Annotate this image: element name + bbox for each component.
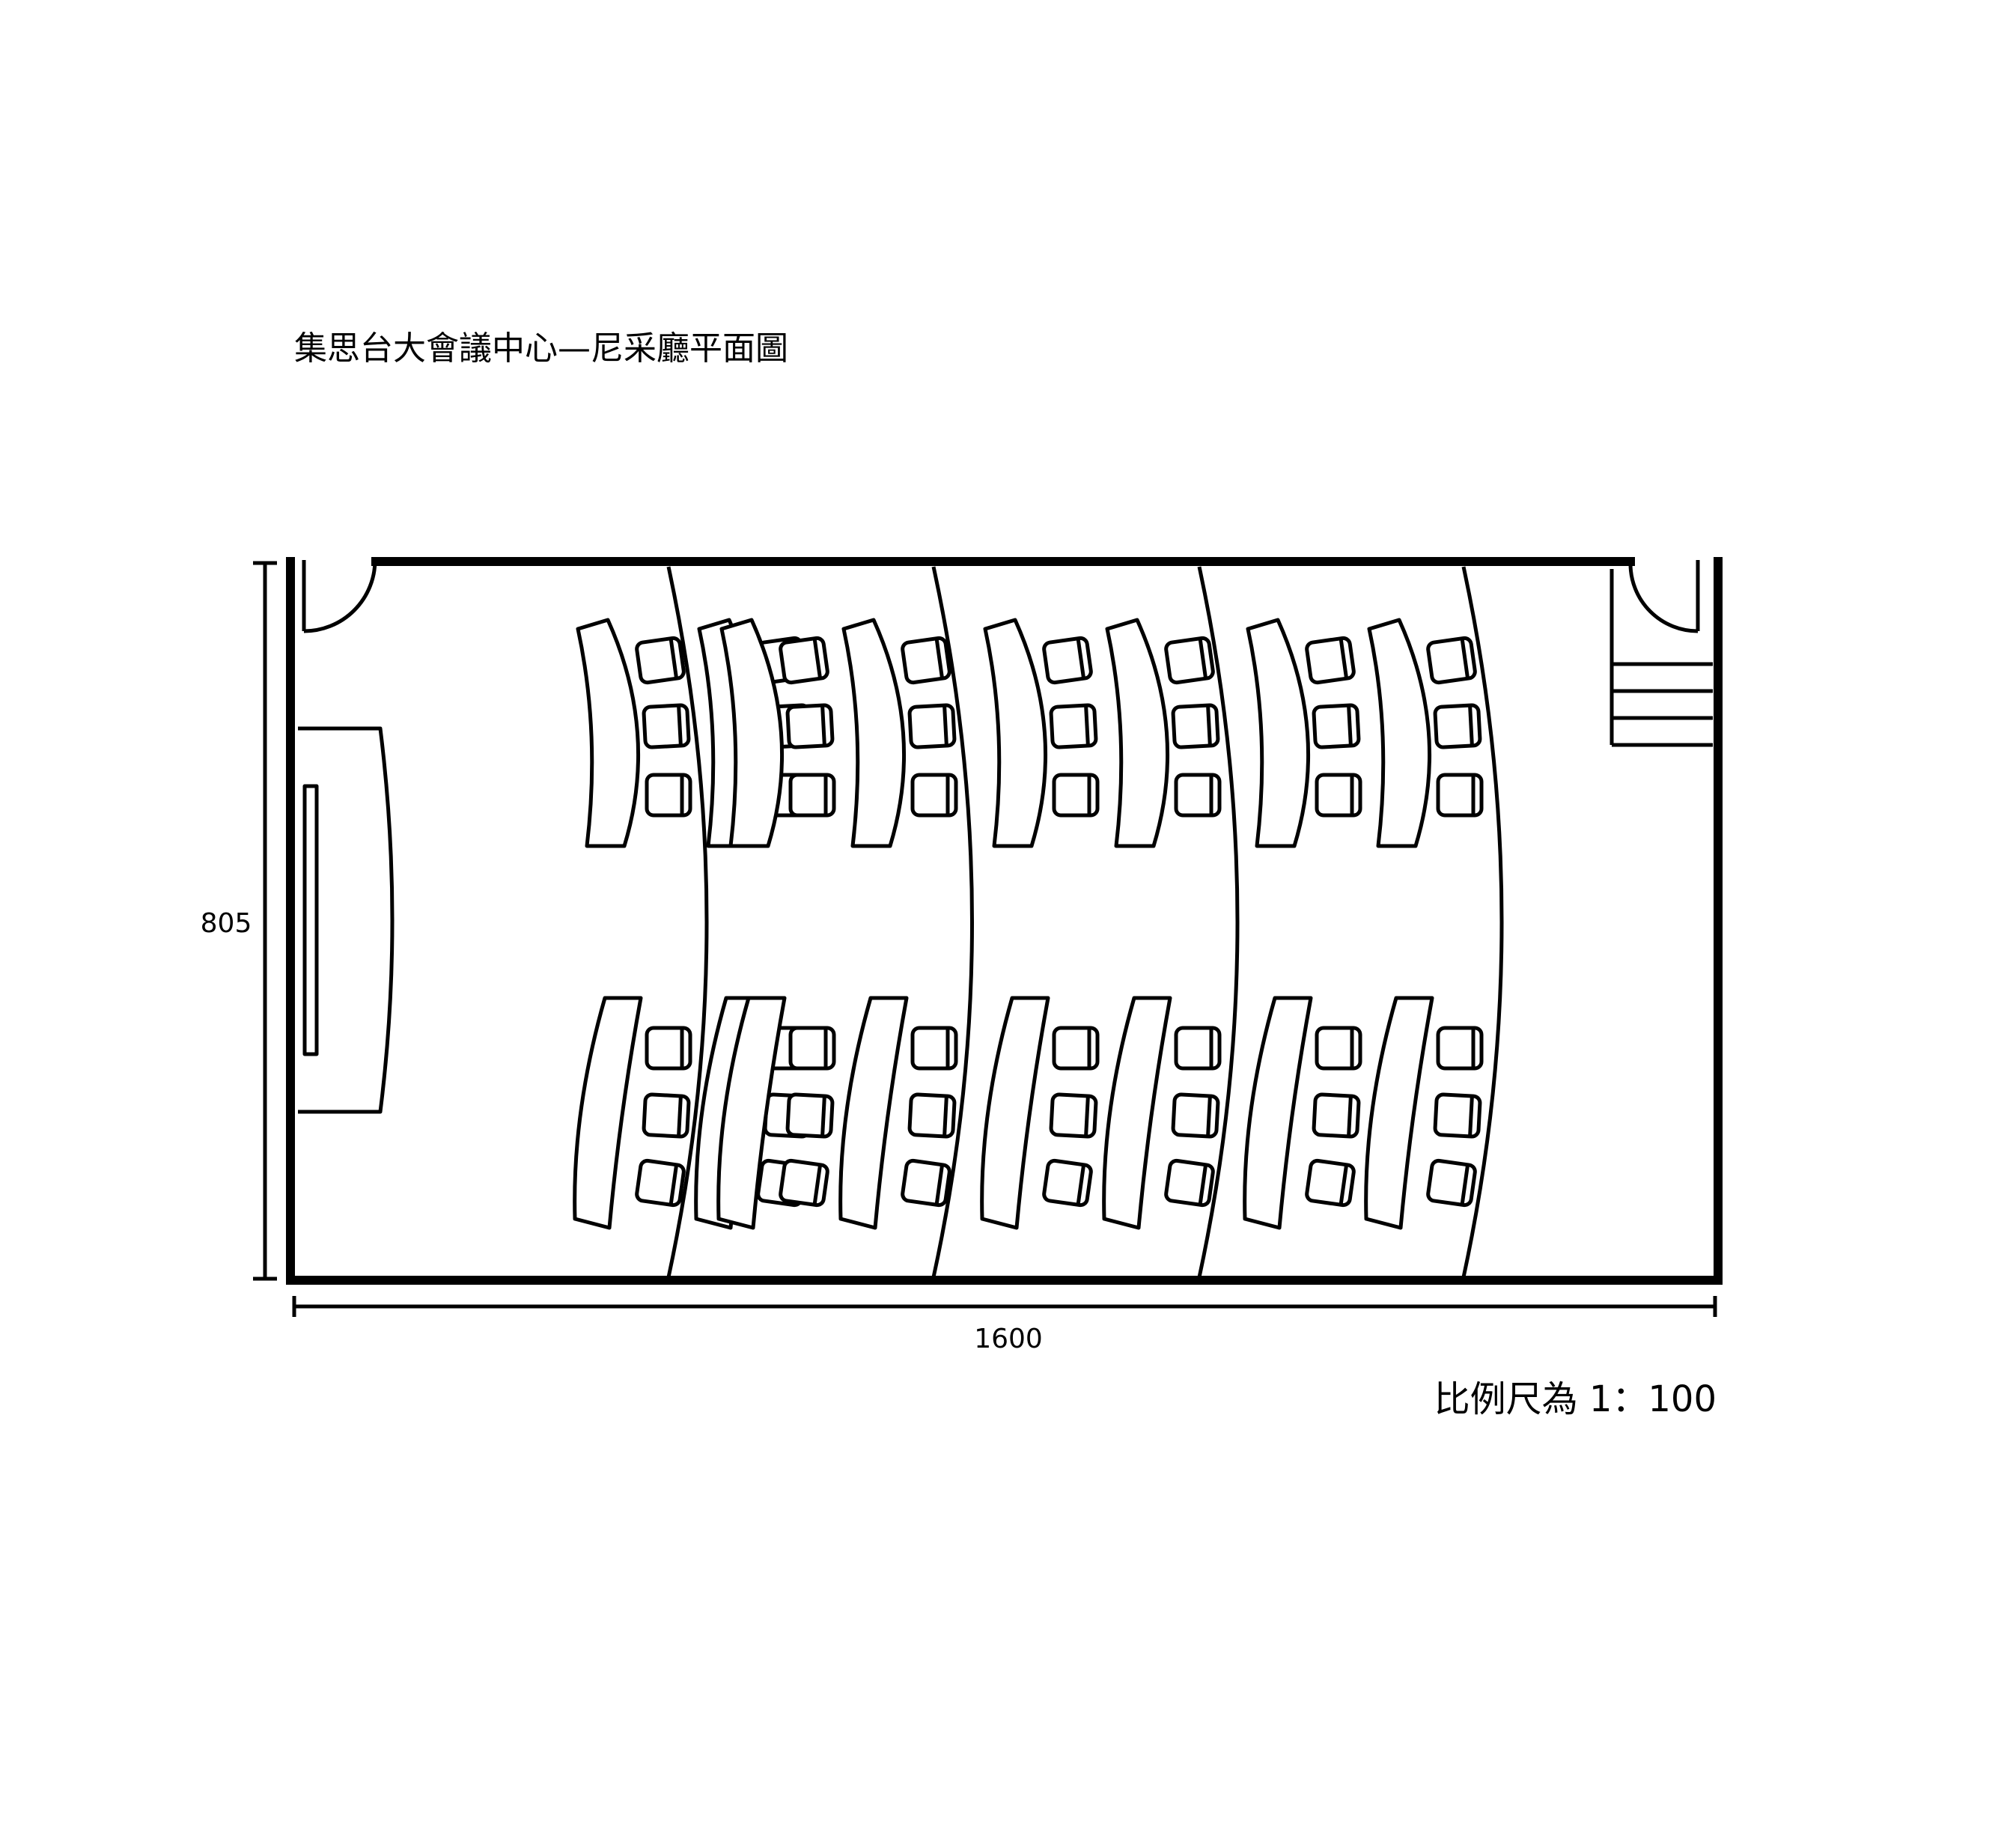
- chair-top-7-2: [1312, 703, 1361, 749]
- chair-top-8-3: [1436, 773, 1484, 818]
- chair-top-4-1: [901, 636, 951, 685]
- chair-top-4-2: [907, 703, 957, 749]
- chair-bottom-3-3: [779, 1158, 829, 1208]
- scale-label: 比例尺為 1：100: [1434, 1378, 1717, 1420]
- chair-bottom-1-2: [642, 1092, 691, 1139]
- table-bottom-7: [1243, 996, 1313, 1230]
- chair-bottom-4-1: [910, 1026, 958, 1071]
- table-bottom-1: [573, 996, 643, 1230]
- seating-area: [573, 618, 1484, 1230]
- table-bottom-8: [1364, 996, 1434, 1230]
- height-label: 805: [201, 908, 252, 939]
- chair-top-1-3: [645, 773, 692, 818]
- chair-top-6-1: [1164, 636, 1215, 685]
- height-dimension: 805: [201, 561, 277, 1281]
- table-top-6: [1105, 618, 1170, 848]
- chair-top-5-1: [1042, 636, 1093, 685]
- chair-top-5-2: [1049, 703, 1098, 749]
- chair-top-6-3: [1174, 773, 1222, 818]
- chair-top-8-1: [1426, 636, 1477, 685]
- chair-bottom-6-2: [1171, 1092, 1220, 1139]
- chair-top-7-3: [1315, 773, 1362, 818]
- stage: [298, 726, 395, 1114]
- table-bottom-5: [980, 996, 1050, 1230]
- chair-bottom-6-3: [1164, 1158, 1215, 1208]
- chair-bottom-8-3: [1426, 1158, 1477, 1208]
- table-top-3: [719, 618, 785, 848]
- chair-top-1-1: [635, 636, 686, 685]
- chair-bottom-1-1: [645, 1026, 692, 1071]
- width-dimension: 1600: [292, 1296, 1717, 1354]
- aisle-lines: [666, 566, 1504, 1278]
- table-top-1: [576, 618, 641, 848]
- stairs: [1610, 569, 1713, 747]
- podium-screen: [302, 784, 319, 1056]
- chair-bottom-5-1: [1052, 1026, 1100, 1071]
- chair-bottom-6-1: [1174, 1026, 1222, 1071]
- chair-top-6-2: [1171, 703, 1220, 749]
- chair-bottom-7-3: [1305, 1158, 1356, 1208]
- room-walls: [286, 557, 1723, 1285]
- chair-bottom-8-1: [1436, 1026, 1484, 1071]
- chair-bottom-4-3: [901, 1158, 951, 1208]
- chair-top-3-2: [785, 703, 835, 749]
- chair-top-3-1: [779, 636, 829, 685]
- chair-top-5-3: [1052, 773, 1100, 818]
- table-top-7: [1246, 618, 1311, 848]
- chair-bottom-8-2: [1433, 1092, 1482, 1139]
- door-right: [1628, 563, 1699, 633]
- table-top-4: [841, 618, 907, 848]
- chair-bottom-3-2: [785, 1092, 835, 1139]
- chair-top-3-3: [788, 773, 836, 818]
- chair-top-7-1: [1305, 636, 1356, 685]
- chair-bottom-4-2: [907, 1092, 957, 1139]
- table-top-5: [983, 618, 1048, 848]
- chair-bottom-7-2: [1312, 1092, 1361, 1139]
- chair-top-1-2: [642, 703, 691, 749]
- chair-top-8-2: [1433, 703, 1482, 749]
- chair-bottom-1-3: [635, 1158, 686, 1208]
- table-bottom-4: [838, 996, 909, 1230]
- chair-bottom-3-1: [788, 1026, 836, 1071]
- table-bottom-3: [716, 996, 787, 1230]
- chair-bottom-7-1: [1315, 1026, 1362, 1071]
- table-bottom-6: [1102, 996, 1172, 1230]
- chair-bottom-5-3: [1042, 1158, 1093, 1208]
- plan-title: 集思台大會議中心—尼采廳平面圖: [294, 329, 788, 368]
- chair-top-4-3: [910, 773, 958, 818]
- width-label: 1600: [974, 1324, 1043, 1354]
- table-top-8: [1367, 618, 1432, 848]
- chair-bottom-5-2: [1049, 1092, 1098, 1139]
- door-left: [302, 559, 377, 633]
